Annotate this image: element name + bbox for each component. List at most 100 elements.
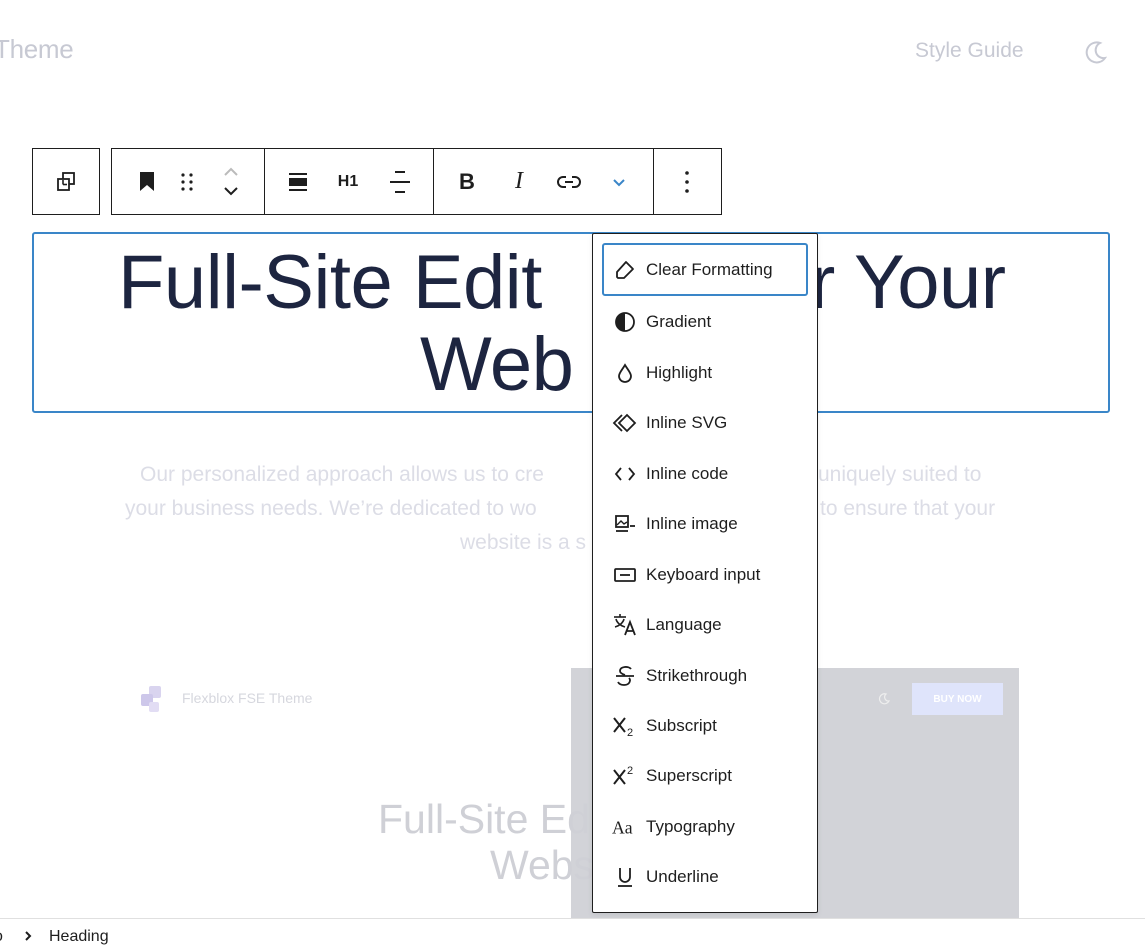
preview-buy-button: BUY NOW — [912, 683, 1003, 715]
menu-item-label: Underline — [646, 867, 719, 886]
toolbar-group-switcher — [32, 148, 100, 215]
menu-item-label: Keyboard input — [646, 565, 761, 584]
eraser-icon — [612, 257, 638, 283]
menu-item-underline[interactable]: Underline — [602, 852, 808, 902]
svg-text:2: 2 — [627, 765, 633, 777]
preview-heading-line-2: Webs — [490, 842, 595, 888]
menu-item-label: Strikethrough — [646, 666, 748, 685]
menu-item-superscript[interactable]: 2 Superscript — [602, 751, 808, 801]
menu-item-inline-code[interactable]: Inline code — [602, 449, 808, 499]
intro-line-1: Our personalized approach allows us to c… — [110, 458, 1035, 492]
menu-item-label: Inline code — [646, 464, 729, 483]
svg-text:Aa: Aa — [612, 818, 633, 838]
menu-item-label: Clear Formatting — [646, 259, 773, 279]
bold-button[interactable]: B — [459, 168, 475, 194]
link-button[interactable] — [552, 149, 586, 214]
more-formatting-button[interactable] — [604, 149, 634, 214]
intro-line-3: website is a s — [110, 526, 1035, 560]
bookmark-icon — [140, 171, 154, 191]
superscript-icon: 2 — [612, 763, 638, 789]
menu-item-label: Typography — [646, 817, 735, 836]
menu-item-clear-formatting[interactable]: Clear Formatting — [602, 243, 808, 296]
intro-paragraph[interactable]: Our personalized approach allows us to c… — [110, 458, 1035, 560]
breadcrumb-parent[interactable]: o — [0, 928, 3, 946]
droplet-icon — [612, 360, 638, 386]
toolbar-divider — [433, 149, 434, 214]
menu-item-label: Highlight — [646, 363, 713, 382]
menu-item-label: Language — [646, 615, 722, 634]
heading-line-1-right: r Your — [810, 240, 1006, 325]
move-down-button[interactable] — [216, 182, 246, 214]
intro-line-1-left: Our personalized approach allows us to c… — [140, 463, 544, 486]
intro-line-3-left: website is a s — [460, 531, 587, 554]
intro-line-2-left: your business needs. We’re dedicated to … — [125, 497, 537, 520]
align-icon — [289, 172, 307, 191]
menu-item-inline-svg[interactable]: Inline SVG — [602, 398, 808, 448]
site-title: Theme — [0, 34, 74, 64]
toolbar-group-main: H1 B I — [111, 148, 722, 215]
heading-line-1-left: Full-Site Edit — [118, 240, 542, 325]
menu-item-label: Subscript — [646, 716, 717, 735]
drag-handle[interactable] — [174, 149, 200, 214]
move-up-button[interactable] — [216, 149, 246, 181]
underline-icon — [612, 864, 638, 890]
chevron-right-icon — [25, 931, 32, 941]
menu-item-gradient[interactable]: Gradient — [602, 297, 808, 347]
strikethrough-icon — [612, 663, 638, 689]
menu-item-label: Superscript — [646, 766, 732, 785]
link-icon — [557, 175, 581, 188]
text-align-icon — [390, 170, 410, 193]
intro-line-2: your business needs. We’re dedicated to … — [110, 492, 1035, 526]
heading-line-2: Web — [34, 324, 1108, 406]
block-switcher-button[interactable] — [33, 149, 99, 214]
menu-item-language[interactable]: Language — [602, 600, 808, 650]
moon-icon[interactable] — [1083, 39, 1109, 65]
text-align-button[interactable] — [384, 149, 416, 214]
toolbar-divider — [653, 149, 654, 214]
italic-button[interactable]: I — [515, 168, 523, 194]
menu-item-subscript[interactable]: 2 Subscript — [602, 701, 808, 751]
options-kebab-icon — [685, 170, 689, 193]
preview-heading: Full-Site Edit Webs — [280, 796, 720, 888]
format-dropdown-menu: Clear Formatting Gradient Highlight Inli… — [592, 233, 818, 913]
drag-handle-icon — [181, 172, 193, 191]
block-align-button[interactable] — [282, 149, 314, 214]
typography-icon: Aa — [612, 814, 638, 840]
intro-line-1-right: uniquely suited to — [818, 463, 982, 486]
preview-moon-icon — [878, 693, 891, 705]
toolbar-divider — [264, 149, 265, 214]
heading-text[interactable]: Full-Site Edit r Your Web — [34, 242, 1108, 406]
options-button[interactable] — [670, 149, 704, 214]
move-up-icon — [224, 167, 238, 176]
heading-line-2-left: Web — [420, 322, 574, 407]
block-switcher-icon — [57, 171, 75, 191]
image-icon — [612, 511, 638, 537]
svg-diamond-icon — [612, 410, 638, 436]
menu-item-inline-image[interactable]: Inline image — [602, 499, 808, 549]
keyboard-icon — [612, 562, 638, 588]
more-formatting-chevron-icon — [613, 178, 625, 186]
code-icon — [612, 461, 638, 487]
breadcrumb-current: Heading — [49, 928, 109, 945]
heading-line-1: Full-Site Edit r Your — [34, 242, 1108, 324]
subscript-icon: 2 — [612, 713, 638, 739]
heading-block[interactable]: Full-Site Edit r Your Web — [32, 232, 1110, 413]
menu-item-label: Gradient — [646, 312, 712, 331]
menu-item-label: Inline SVG — [646, 413, 728, 432]
bookmark-button[interactable] — [132, 149, 162, 214]
gradient-icon — [612, 309, 638, 335]
heading-level-button[interactable]: H1 — [337, 172, 359, 190]
menu-item-typography[interactable]: Aa Typography — [602, 802, 808, 852]
menu-item-keyboard-input[interactable]: Keyboard input — [602, 550, 808, 600]
menu-item-strikethrough[interactable]: Strikethrough — [602, 651, 808, 701]
menu-item-highlight[interactable]: Highlight — [602, 348, 808, 398]
menu-item-label: Inline image — [646, 514, 738, 533]
nav-style-guide-link[interactable]: Style Guide — [915, 39, 1024, 62]
move-down-icon — [224, 187, 238, 196]
preview-heading-line-1: Full-Site Edit — [378, 796, 611, 842]
preview-brand: Flexblox FSE Theme — [182, 690, 313, 706]
translate-icon — [612, 612, 638, 638]
block-breadcrumb-bar: o Heading — [0, 918, 1145, 950]
svg-text:2: 2 — [627, 727, 633, 738]
flexblox-logo — [141, 686, 161, 712]
